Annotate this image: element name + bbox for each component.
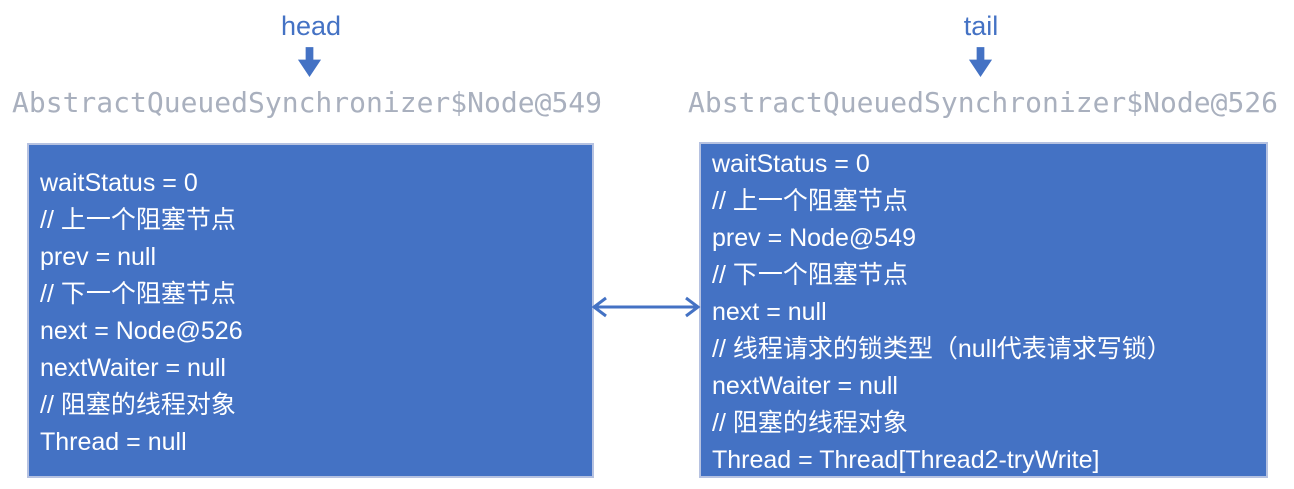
tail-pointer-label: tail bbox=[963, 11, 999, 41]
node-field-line: nextWaiter = null bbox=[712, 372, 898, 400]
node-field-line: Thread = null bbox=[40, 428, 187, 456]
node-field-line: prev = Node@549 bbox=[712, 224, 916, 252]
tail-node-title: AbstractQueuedSynchronizer$Node@526 bbox=[688, 86, 1279, 119]
node-field-line: // 下一个阻塞节点 bbox=[712, 261, 908, 289]
node-field-line: Thread = Thread[Thread2-tryWrite] bbox=[712, 446, 1100, 474]
node-field-line: waitStatus = 0 bbox=[712, 150, 870, 178]
tail-down-arrow-icon bbox=[968, 47, 993, 77]
node-field-line: // 下一个阻塞节点 bbox=[40, 280, 236, 308]
node-field-line: // 上一个阻塞节点 bbox=[712, 187, 908, 215]
node-field-line: // 线程请求的锁类型（null代表请求写锁） bbox=[712, 335, 1172, 363]
node-field-line: // 阻塞的线程对象 bbox=[40, 391, 236, 419]
node-field-line: // 上一个阻塞节点 bbox=[40, 206, 236, 234]
node-field-line: waitStatus = 0 bbox=[40, 169, 198, 197]
node-field-line: // 阻塞的线程对象 bbox=[712, 409, 908, 437]
node-field-line: nextWaiter = null bbox=[40, 354, 226, 382]
bidirectional-link-arrow-icon bbox=[591, 296, 701, 318]
head-node-box: waitStatus = 0 // 上一个阻塞节点 prev = null // 下一… bbox=[27, 143, 594, 478]
node-field-line: next = null bbox=[712, 298, 827, 326]
node-field-line: next = Node@526 bbox=[40, 317, 243, 345]
head-down-arrow-icon bbox=[297, 47, 322, 77]
head-node-title: AbstractQueuedSynchronizer$Node@549 bbox=[12, 86, 603, 119]
head-pointer-label: head bbox=[280, 11, 342, 41]
tail-node-box: waitStatus = 0 // 上一个阻塞节点 prev = Node@549 /… bbox=[699, 142, 1268, 478]
node-field-line: prev = null bbox=[40, 243, 157, 271]
